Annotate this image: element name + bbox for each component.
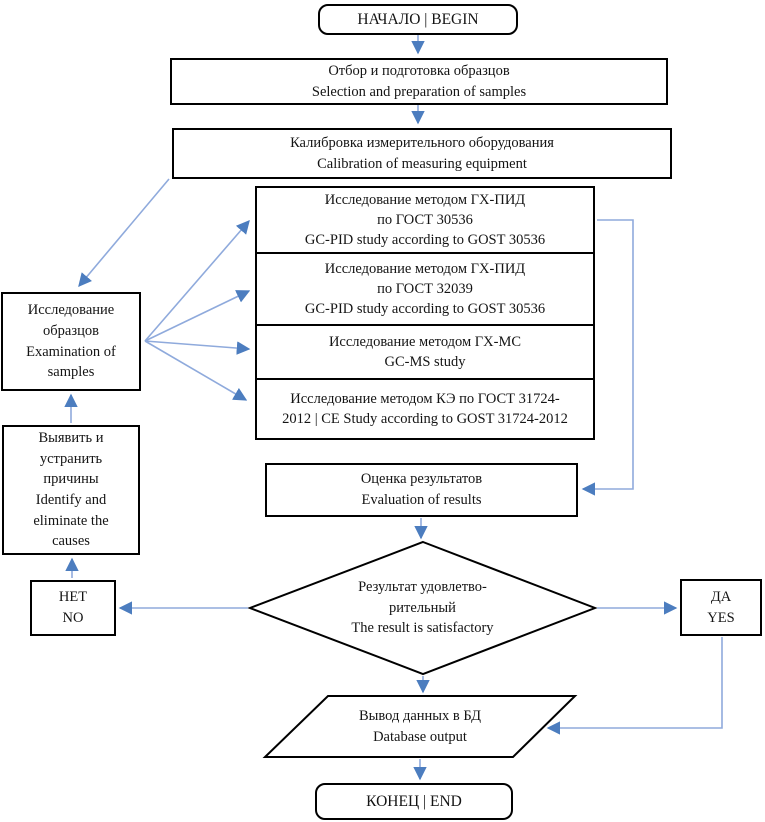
connector-examination-to-method2: [144, 290, 251, 342]
connector-calibration-to-examination: [78, 178, 170, 288]
connector-examination-to-method3: [144, 340, 251, 355]
connector-examination-to-method4: [144, 340, 248, 401]
node-db-output-label: Вывод данных в БД Database output: [358, 707, 482, 745]
db-output-parallelogram-shape: [262, 695, 578, 758]
node-method-gc-pid-32039: Исследование методом ГХ-ПИД по ГОСТ 3203…: [255, 252, 595, 326]
node-evaluation: Оценка результатов Evaluation of results: [265, 463, 578, 517]
node-identify: Выявить и устранить причины Identify and…: [2, 425, 140, 555]
node-end: КОНЕЦ | END: [315, 783, 513, 820]
node-method-gc-ms: Исследование методом ГХ-МС GC-MS study: [255, 324, 595, 380]
connector-yes-to-db-output: [546, 637, 723, 735]
node-examination: Исследование образцов Examination of sam…: [1, 292, 141, 391]
node-begin: НАЧАЛО | BEGIN: [318, 4, 518, 35]
node-yes: ДА YES: [680, 579, 762, 636]
decision-diamond-shape: [247, 540, 598, 676]
connector-examination-to-method1: [144, 219, 250, 342]
connector-methods-to-evaluation: [581, 219, 634, 496]
node-decision-label: Результат удовлетво- рительный The resul…: [351, 579, 494, 637]
node-calibration: Калибровка измерительного оборудования C…: [172, 128, 672, 179]
node-selection: Отбор и подготовка образцов Selection an…: [170, 58, 668, 105]
node-method-ce: Исследование методом КЭ по ГОСТ 31724- 2…: [255, 378, 595, 440]
node-method-gc-pid-30536: Исследование методом ГХ-ПИД по ГОСТ 3053…: [255, 186, 595, 254]
node-no: НЕТ NO: [30, 580, 116, 636]
